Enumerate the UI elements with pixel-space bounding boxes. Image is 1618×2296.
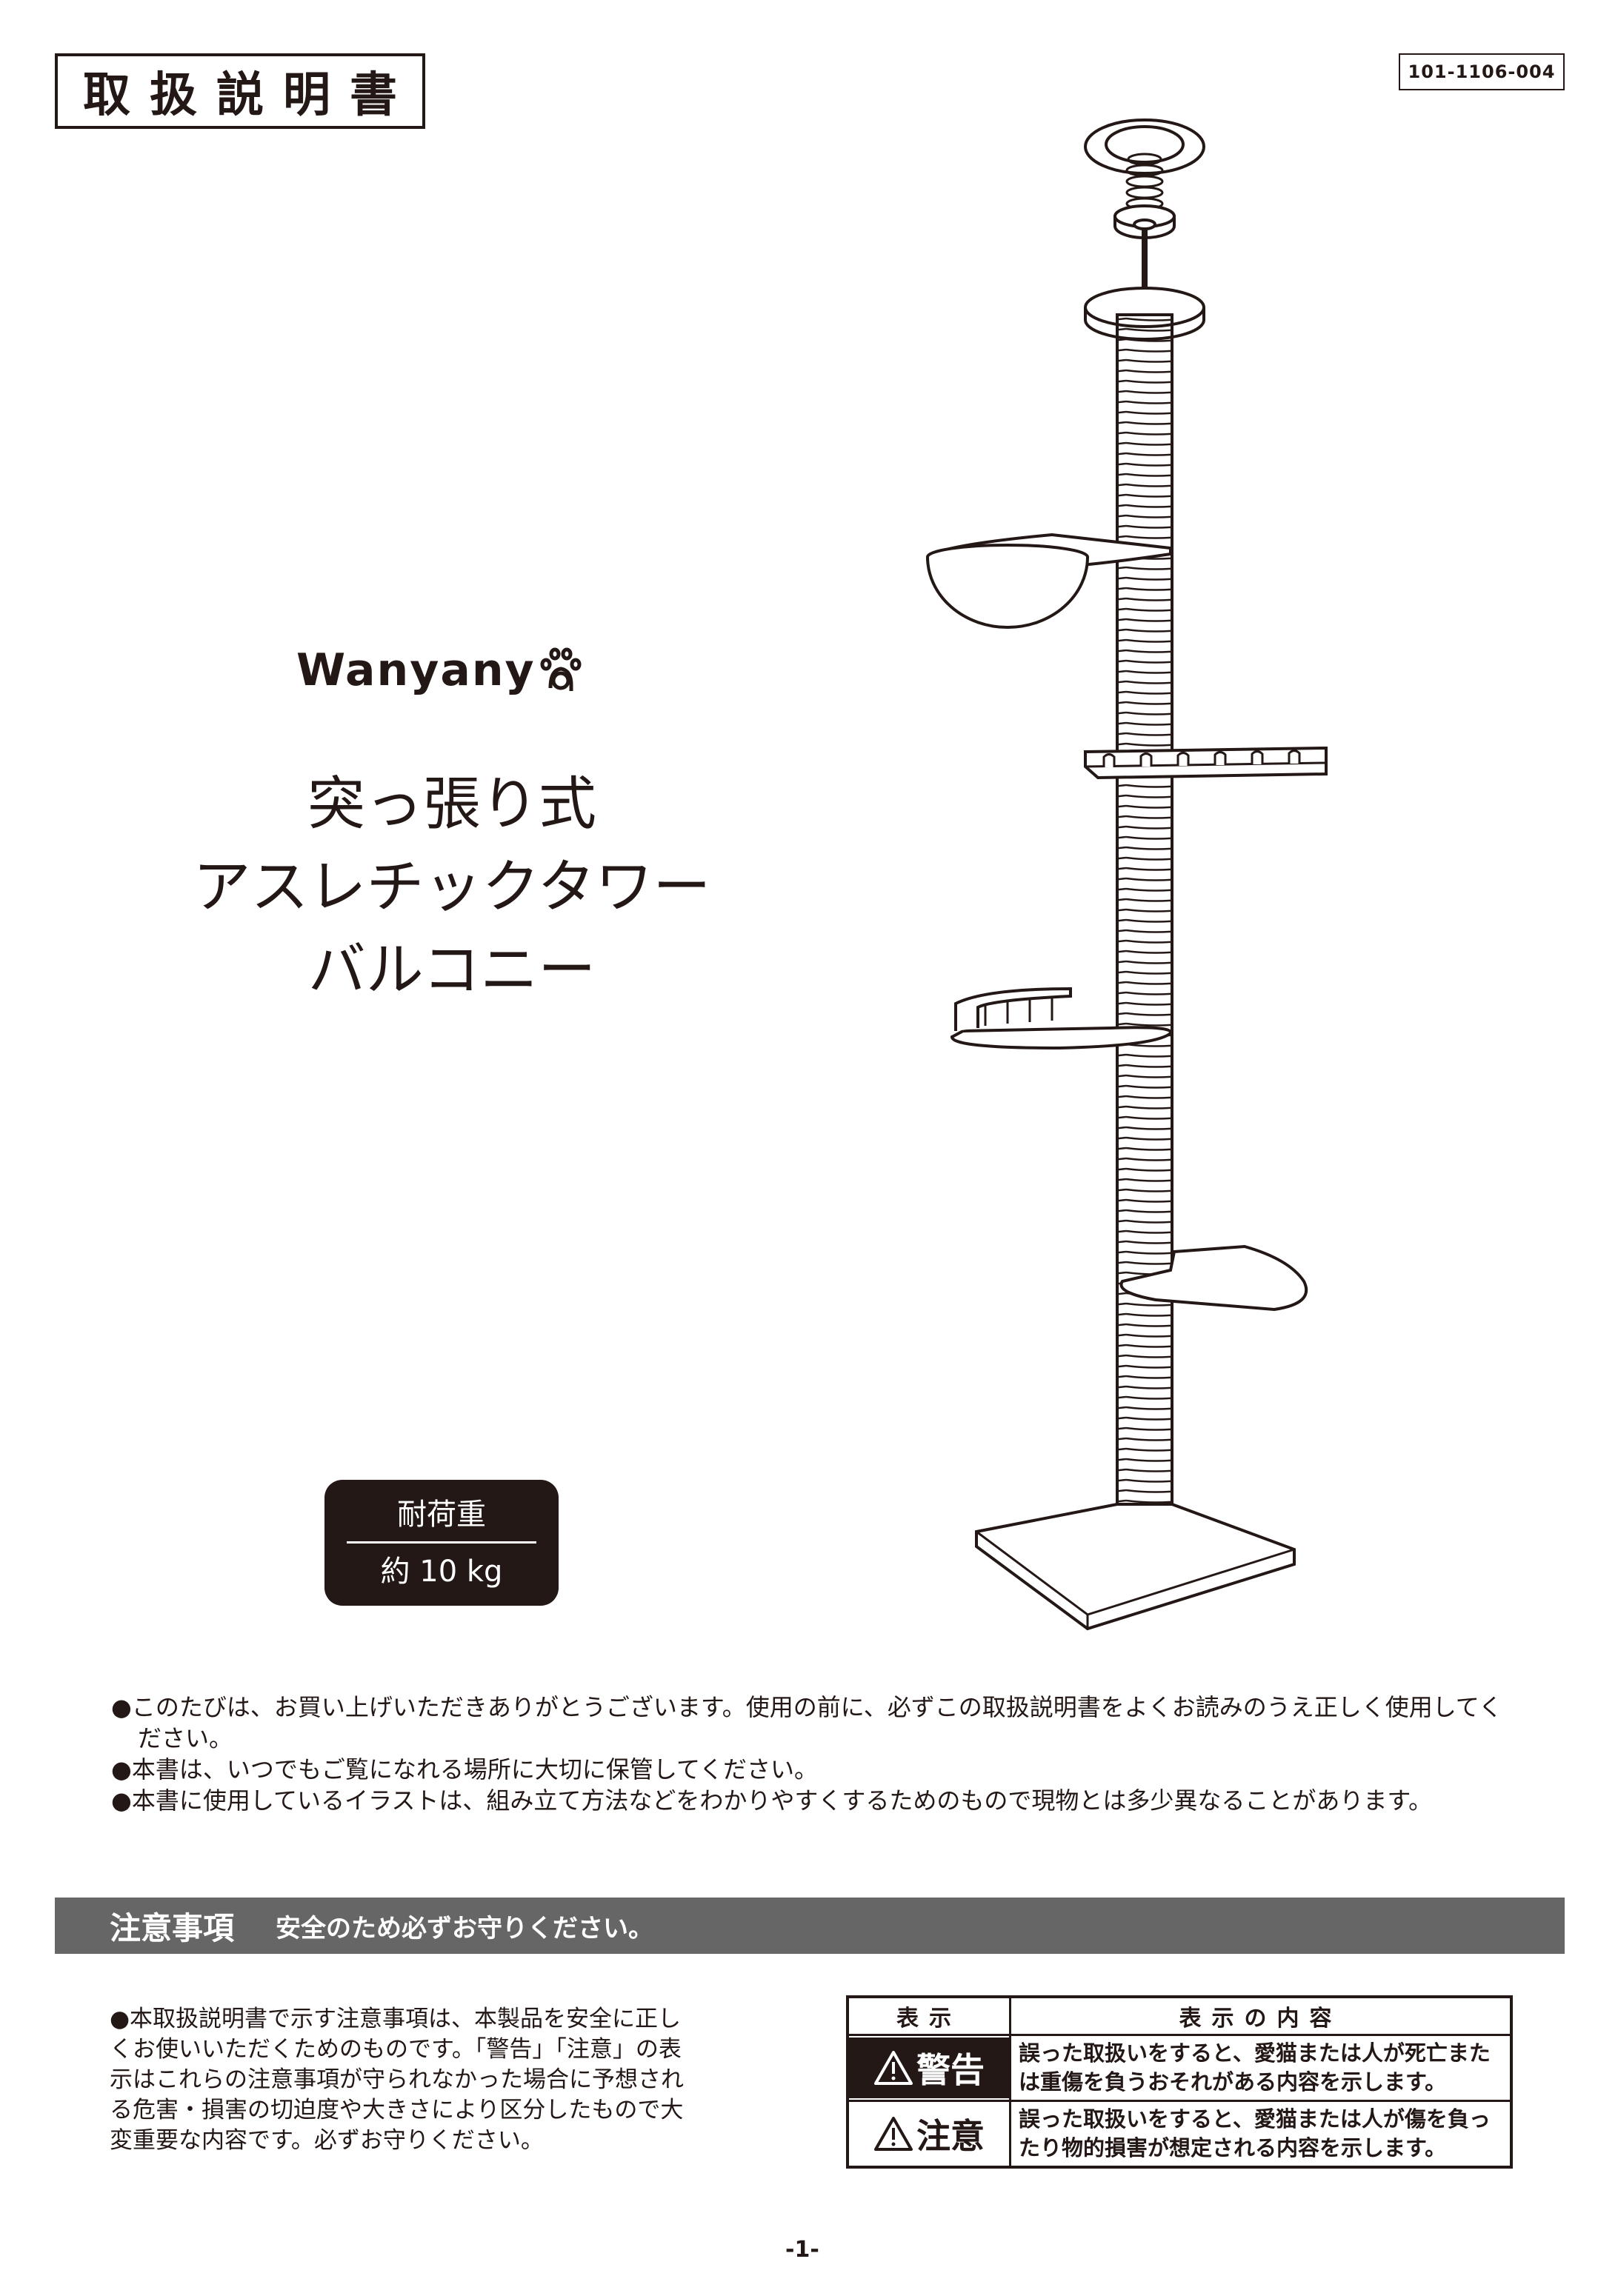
caution-label: 注意	[849, 2103, 1009, 2164]
caution-subheading: 安全のため必ずお守りください。	[276, 1913, 654, 1943]
load-capacity-value: 約 10 kg	[380, 1554, 503, 1589]
doc-title-box: 取扱説明書	[55, 53, 425, 129]
warning-triangle-icon	[874, 2117, 913, 2151]
product-title-line: 突っ張り式	[307, 771, 596, 838]
product-title-line: アスレチックタワー	[193, 854, 711, 921]
caution-section-header: 注意事項 安全のため必ずお守りください。	[55, 1898, 1565, 1954]
doc-code-box: 101-1106-004	[1399, 53, 1565, 90]
cat-tower-illustration	[926, 119, 1328, 1631]
doc-title: 取扱説明書	[83, 68, 416, 123]
brand-logo: Wanyany	[296, 644, 583, 696]
divider	[347, 1541, 536, 1544]
warning-label: 警告	[849, 2038, 1009, 2098]
column-header: 表示	[846, 1995, 1011, 2036]
intro-item: ●本書は、いつでもご覧になれる場所に大切に保管してください。	[111, 1755, 819, 1783]
doc-code: 101-1106-004	[1408, 61, 1556, 82]
scratch-post	[1116, 313, 1173, 1568]
warning-description: 誤った取扱いをすると、愛猫または人が死亡または重傷を負うおそれがある内容を示しま…	[1009, 2034, 1513, 2102]
table-row: 警告 誤った取扱いをすると、愛猫または人が死亡または重傷を負うおそれがある内容を…	[846, 2034, 1513, 2102]
symbol-legend-table: 表示 表示の内容 警告 誤った取扱いをすると、愛猫または人が死亡または重傷を負う…	[846, 1995, 1513, 2169]
paw-icon	[540, 647, 582, 691]
load-capacity-label: 耐荷重	[397, 1497, 486, 1532]
product-title-line: バルコニー	[307, 937, 596, 1004]
caution-heading: 注意事項	[110, 1909, 235, 1946]
column-header: 表示の内容	[1009, 1995, 1513, 2036]
caution-description: 誤った取扱いをすると、愛猫または人が傷を負ったり物的損害が想定される内容を示しま…	[1009, 2100, 1513, 2169]
brand-name: Wanyany	[296, 644, 536, 696]
warning-triangle-icon	[874, 2051, 913, 2085]
load-capacity-badge: 耐荷重 約 10 kg	[324, 1480, 559, 1606]
intro-item: ●このたびは、お買い上げいただきありがとうございます。使用の前に、必ずこの取扱説…	[111, 1693, 1502, 1752]
product-title: 突っ張り式 アスレチックタワー バルコニー	[126, 763, 778, 1012]
page-number: -1-	[785, 2237, 819, 2263]
caution-notice: ●本取扱説明書で示す注意事項は、本製品を安全に正しくお使いいただくためのものです…	[110, 2006, 684, 2154]
table-header-row: 表示 表示の内容	[846, 1995, 1513, 2036]
table-row: 注意 誤った取扱いをすると、愛猫または人が傷を負ったり物的損害が想定される内容を…	[846, 2100, 1513, 2169]
intro-notes: ●このたびは、お買い上げいただきありがとうございます。使用の前に、必ずこの取扱説…	[111, 1692, 1519, 1816]
intro-item: ●本書に使用しているイラストは、組み立て方法などをわかりやすくするためのもので現…	[111, 1786, 1433, 1815]
